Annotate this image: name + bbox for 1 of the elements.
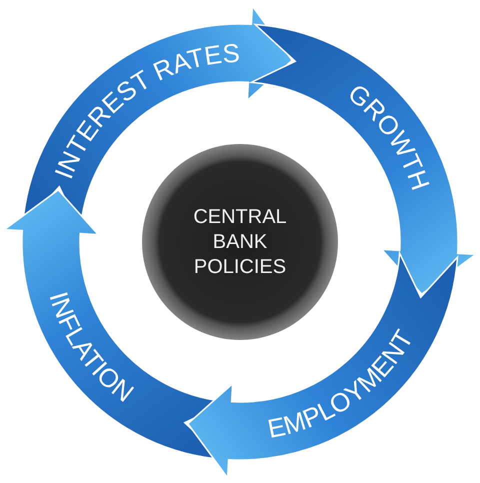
center-label: CENTRAL BANK POLICIES — [192, 204, 288, 280]
